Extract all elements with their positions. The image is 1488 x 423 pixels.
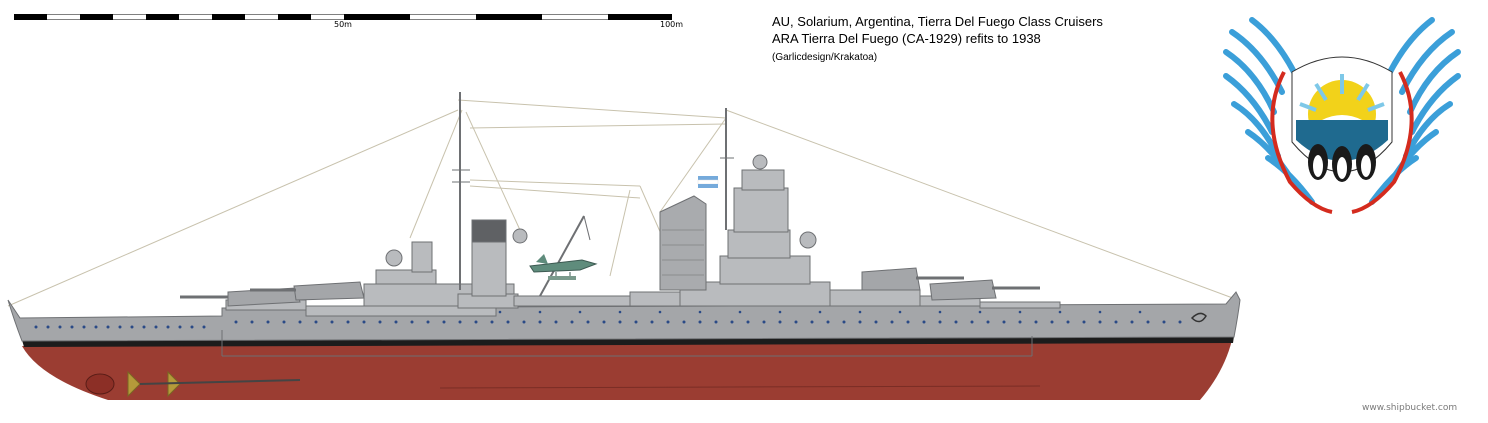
- scale-label-100m: 100m: [660, 20, 684, 29]
- title-line-1: AU, Solarium, Argentina, Tierra Del Fueg…: [772, 14, 1103, 29]
- seaplane-icon: [529, 254, 598, 280]
- propellers: [85, 370, 301, 398]
- title-line-2: ARA Tierra Del Fuego (CA-1929) refits to…: [772, 31, 1041, 46]
- rigging: [7, 99, 1239, 307]
- hull-upper: [7, 291, 1241, 342]
- watermark: www.shipbucket.com: [1362, 403, 1458, 413]
- scale-label-50m: 50m: [334, 20, 352, 29]
- masts: [459, 92, 727, 290]
- funnels: [471, 195, 707, 297]
- boot-topping: [22, 336, 1234, 347]
- hull-lower: [22, 340, 1232, 400]
- anchor: [1190, 312, 1207, 323]
- title-block: AU, Solarium, Argentina, Tierra Del Fueg…: [772, 13, 1103, 65]
- crane: [539, 215, 585, 297]
- argentine-flag-icon: [697, 176, 719, 188]
- main-turrets: [180, 267, 1040, 307]
- scale-bar: [14, 14, 672, 20]
- portholes: [34, 310, 1182, 329]
- credit-line: (Garlicdesign/Krakatoa): [772, 52, 878, 63]
- tierra-del-fuego-coat-of-arms: [1223, 17, 1461, 214]
